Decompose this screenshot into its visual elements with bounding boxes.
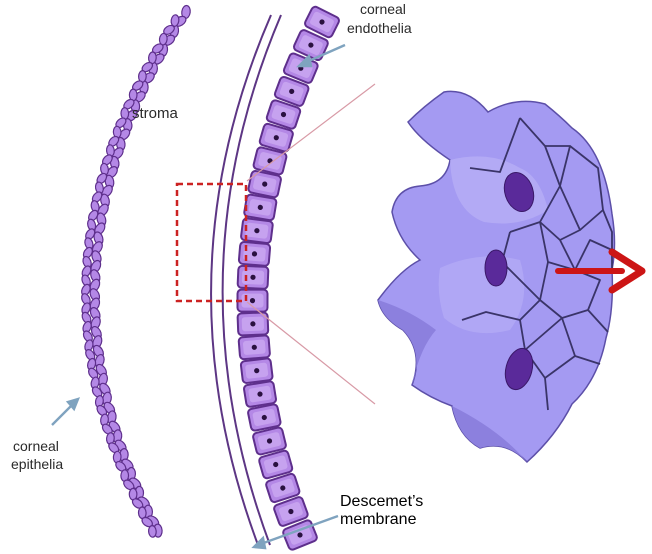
corneal-endothelium-layer	[237, 5, 340, 550]
endothelial-cell	[243, 381, 276, 408]
label-corneal-endothelia: corneal endothelia	[347, 1, 412, 36]
epithelia-pointer-arrow-icon	[52, 399, 78, 425]
endothelial-cell	[238, 335, 270, 359]
endothelial-cell	[248, 170, 282, 198]
label-stroma: stroma	[132, 105, 179, 122]
endothelial-cell	[244, 194, 277, 221]
label-corneal-epithelia: corneal epithelia	[11, 438, 63, 472]
corneal-epithelium-layer	[80, 5, 191, 537]
zoomed-endothelium-illustration	[378, 91, 615, 462]
zoom-nucleus	[485, 250, 507, 286]
epithelial-cell	[148, 525, 156, 537]
endothelial-cell	[240, 358, 272, 383]
endothelial-cell	[239, 242, 271, 266]
label-descemets-membrane: Descemet’s membrane	[340, 493, 428, 528]
zoom-highlight-2	[439, 256, 525, 333]
endothelial-cell	[238, 266, 269, 289]
cell-nucleus	[250, 298, 255, 303]
